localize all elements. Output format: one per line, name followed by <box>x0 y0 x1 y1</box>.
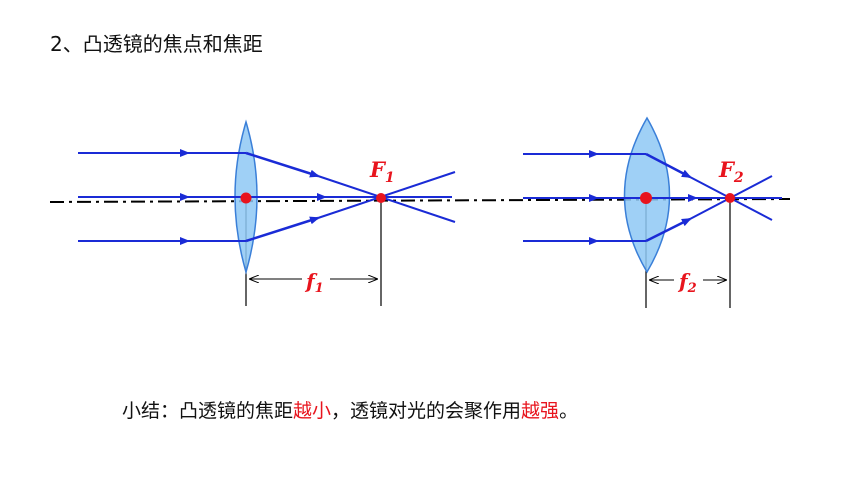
summary-part-3: 。 <box>559 400 579 422</box>
page-title: 2、凸透镜的焦点和焦距 <box>50 32 263 56</box>
summary-highlight-1: 越小 <box>293 400 332 422</box>
focus-point-left <box>376 193 386 203</box>
ray-out-top-right <box>645 152 692 179</box>
focus-label-left: F1 <box>369 157 395 186</box>
focal-length-label-left: f1 <box>304 269 324 296</box>
diagram-left: F1 f1 <box>78 119 456 306</box>
diagram-right: F2 f2 <box>523 116 782 308</box>
ray-out-top-left <box>245 151 320 178</box>
summary-part-2: ，透镜对光的会聚作用 <box>331 400 522 422</box>
summary-part-1: 小结：凸透镜的焦距 <box>122 400 294 422</box>
ray-out-bot-left <box>245 216 320 243</box>
focus-point-right <box>725 193 735 203</box>
ray-out-bot-right <box>645 217 692 243</box>
focus-label-right: F2 <box>718 157 744 186</box>
principal-axis <box>49 198 791 203</box>
focal-length-label-right: f2 <box>677 269 697 296</box>
optical-center-right <box>640 192 652 204</box>
summary-text: 小结：凸透镜的焦距越小，透镜对光的会聚作用越强。 <box>122 396 578 423</box>
summary-highlight-2: 越强 <box>521 400 560 422</box>
optical-center-left <box>240 192 252 204</box>
